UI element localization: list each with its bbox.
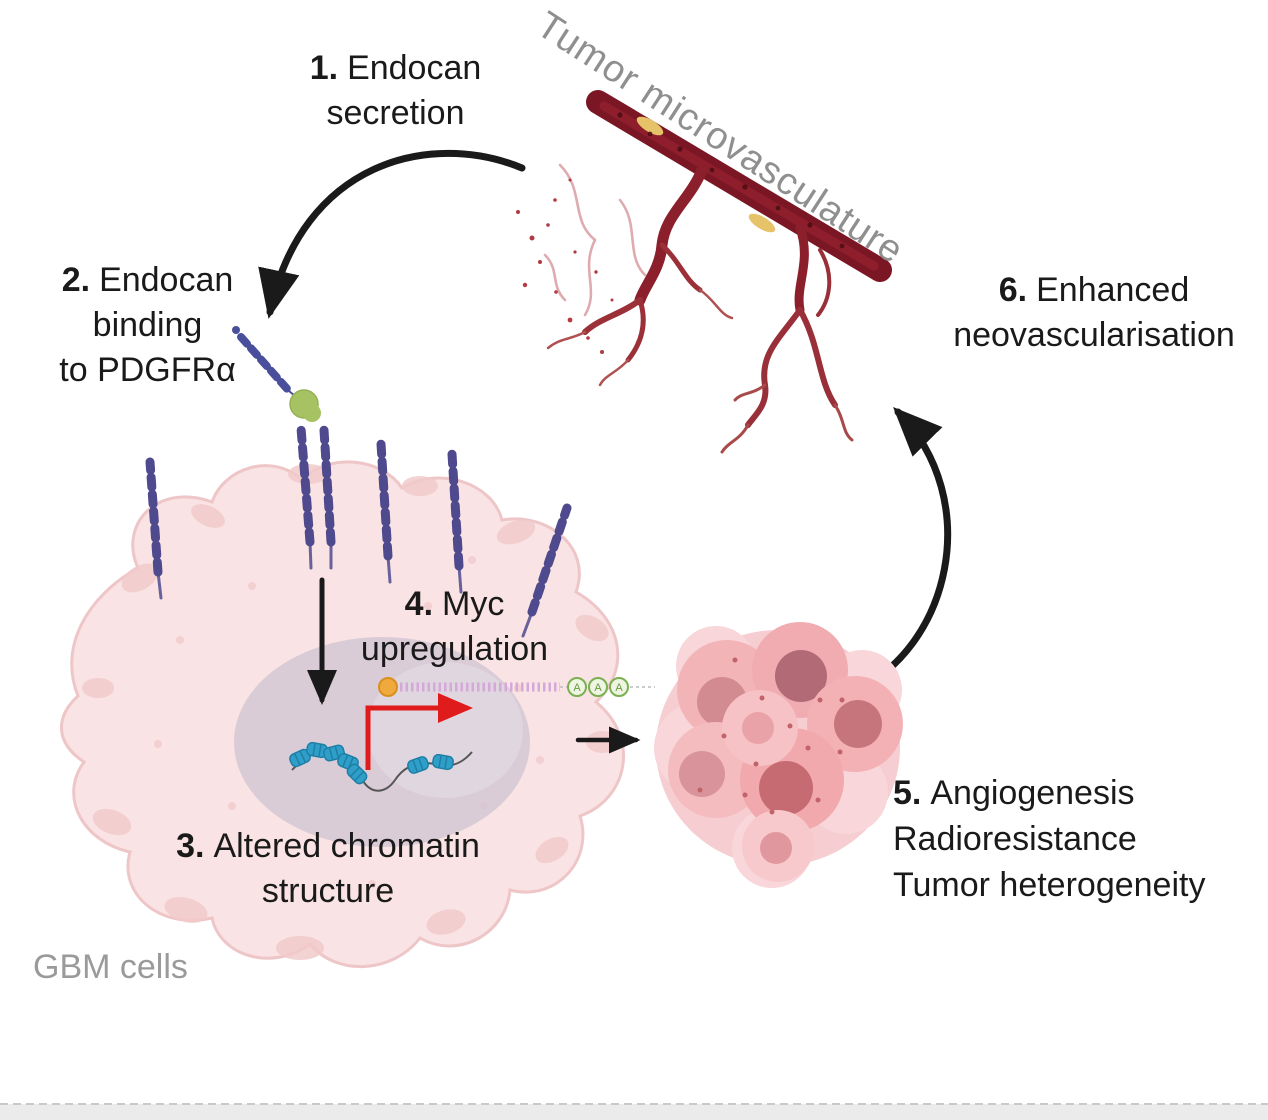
step3-line1: 3.Altered chromatin bbox=[138, 824, 518, 869]
step1-line2: secretion bbox=[326, 94, 465, 132]
tumor-spheroid bbox=[654, 622, 903, 888]
pdgfra-receptor-icon bbox=[376, 439, 393, 584]
step2-text: Endocan bbox=[99, 261, 234, 299]
step3-label: 3.Altered chromatin structure bbox=[138, 824, 518, 914]
step2-line2: binding bbox=[92, 306, 203, 344]
step5-number: 5. bbox=[893, 774, 922, 812]
chromatin-icon bbox=[289, 741, 473, 792]
step6-label: 6.Enhanced neovascularisation bbox=[920, 268, 1268, 358]
polya-letter: A bbox=[573, 682, 581, 694]
step6-line2: neovascularisation bbox=[953, 316, 1235, 354]
pdgfra-receptor-icon bbox=[145, 457, 163, 600]
step2-number: 2. bbox=[61, 261, 91, 299]
step2-label: 2.Endocan binding to PDGFRα bbox=[20, 258, 275, 393]
step1-text: Endocan bbox=[347, 49, 482, 87]
cell-nucleus-light bbox=[367, 662, 523, 798]
step6-line1: 6.Enhanced bbox=[920, 268, 1268, 313]
pdgfra-receptor-icon bbox=[521, 503, 572, 638]
secretion-particles bbox=[516, 178, 614, 354]
polya-letter: A bbox=[594, 682, 602, 694]
step1-label: 1.Endocan secretion bbox=[268, 46, 523, 136]
pdgfra-receptor-icon bbox=[447, 449, 464, 594]
step4-number: 4. bbox=[404, 585, 434, 623]
bottom-edge-strip bbox=[0, 1103, 1268, 1120]
arrow-step1-curved bbox=[258, 149, 526, 319]
spheroid-speckles bbox=[697, 657, 845, 815]
step5-label: 5.Angiogenesis Radioresistance Tumor het… bbox=[893, 770, 1268, 908]
step5-line2: Radioresistance bbox=[893, 820, 1137, 858]
step4-label: 4.Myc upregulation bbox=[332, 582, 577, 672]
step4-line2: upregulation bbox=[360, 630, 549, 668]
step4-text: Myc bbox=[442, 585, 505, 623]
transcription-arrow bbox=[365, 693, 473, 770]
endocan-ligand-icon bbox=[232, 326, 321, 422]
step6-number: 6. bbox=[998, 271, 1028, 309]
step5-line3: Tumor heterogeneity bbox=[893, 866, 1206, 904]
dna-transcription-icon: A A A bbox=[365, 677, 655, 770]
step1-line1: 1.Endocan bbox=[268, 46, 523, 91]
vessel-illustration bbox=[543, 90, 892, 454]
step1-number: 1. bbox=[309, 49, 339, 87]
gbm-cells-label: GBM cells bbox=[33, 948, 188, 986]
step4-line1: 4.Myc bbox=[332, 582, 577, 627]
step6-text: Enhanced bbox=[1036, 271, 1190, 309]
polya-letter: A bbox=[615, 682, 623, 694]
step5-text: Angiogenesis bbox=[930, 774, 1135, 812]
step2-line3: to PDGFRα bbox=[59, 351, 236, 389]
receptor-icons bbox=[145, 423, 572, 638]
pdgfra-receptor-icon-bound bbox=[296, 423, 336, 570]
step3-number: 3. bbox=[176, 827, 205, 865]
arrow-step6-curved bbox=[848, 407, 952, 696]
step3-text: Altered chromatin bbox=[213, 827, 480, 865]
step5-line1: 5.Angiogenesis bbox=[893, 770, 1268, 816]
step3-line2: structure bbox=[261, 872, 395, 910]
step2-line1: 2.Endocan bbox=[20, 258, 275, 303]
